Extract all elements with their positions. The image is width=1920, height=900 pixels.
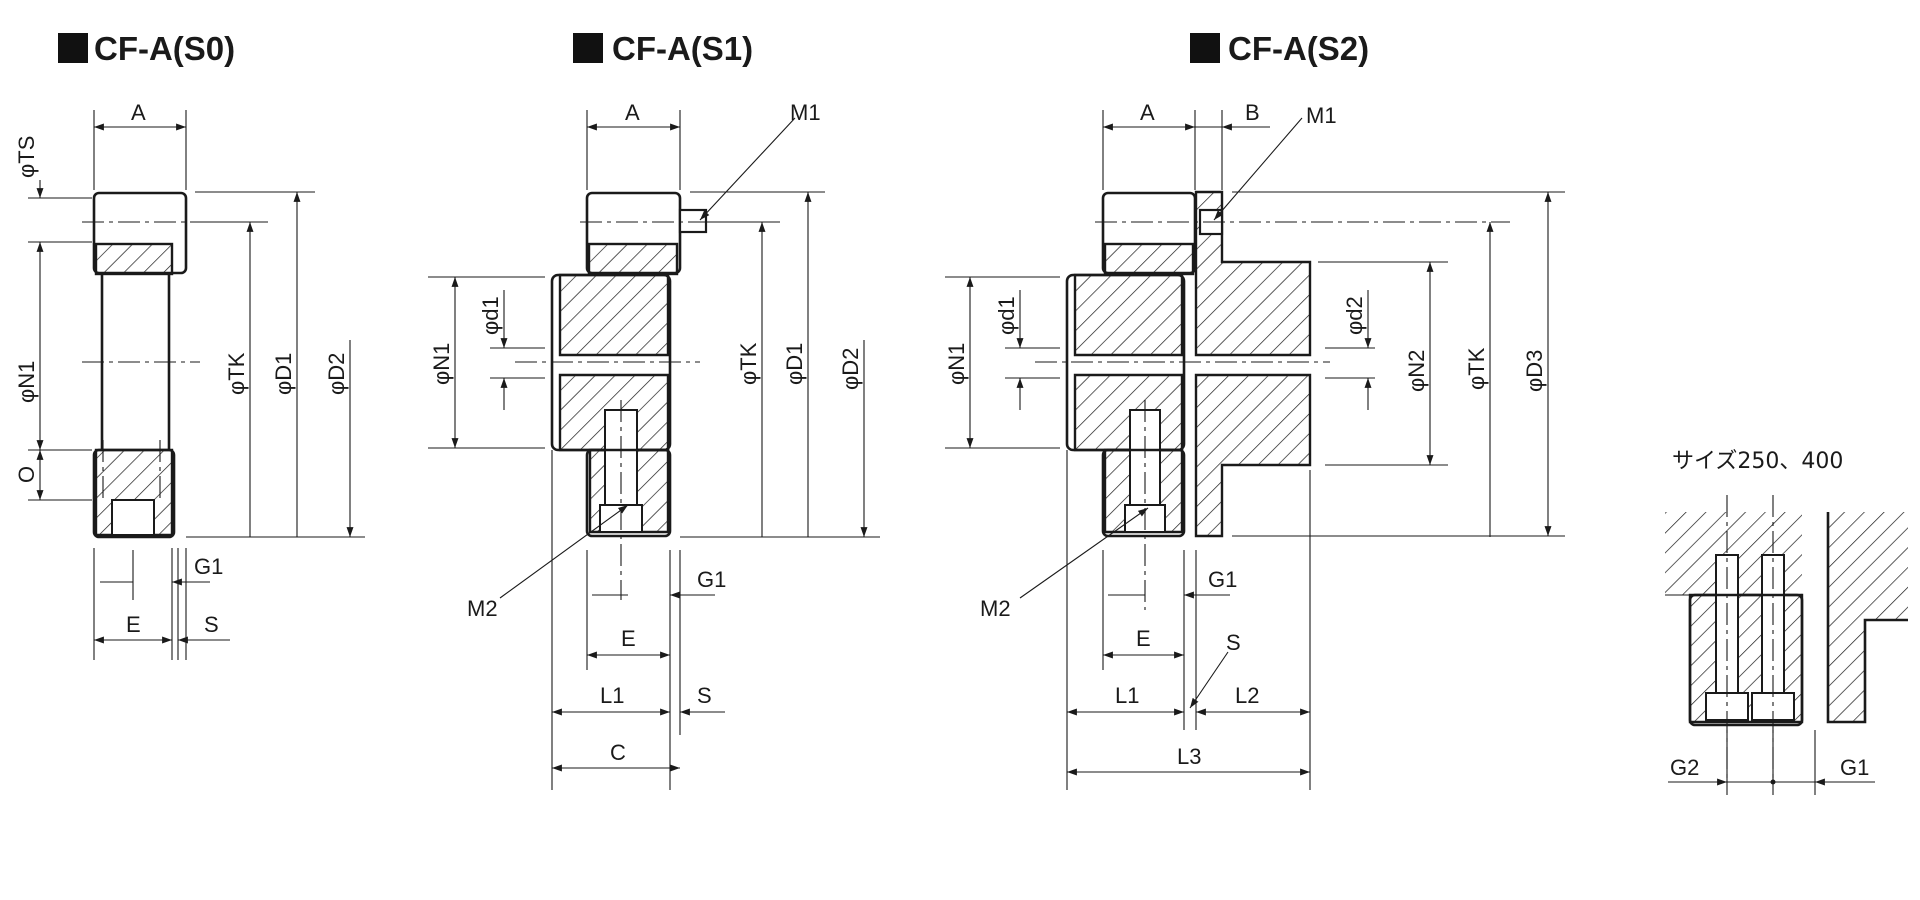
dim-label-n1-s2: φN1 [944,343,969,385]
dim-label-a-s2: A [1140,100,1155,125]
dim-label-l1-s1: L1 [600,683,624,708]
dim-label-tk-s2: φTK [1464,347,1489,390]
dim-label-d1-s2: φd1 [994,296,1019,335]
dim-label-d1d-s1: φD1 [782,343,807,385]
dim-label-l2-s2: L2 [1235,683,1259,708]
dim-label-g1-s0: G1 [194,554,223,579]
title-square-icon [1190,33,1220,63]
dim-label-s-s2: S [1226,630,1241,655]
title-square-icon [573,33,603,63]
dim-label-d2-s2: φd2 [1342,296,1367,335]
leader-label-m1-s1: M1 [790,100,821,125]
title-square-icon [58,33,88,63]
leader-label-m2-s1: M2 [467,596,498,621]
dim-label-o: O [14,466,39,483]
dim-label-e-s2: E [1136,626,1151,651]
section-title-s2: CF-A(S2) [1228,30,1369,67]
dim-label-d3-s2: φD3 [1522,350,1547,392]
dim-label-s-s0: S [204,612,219,637]
dim-label-tk-s0: φTK [224,352,249,395]
dim-label-e-s1: E [621,626,636,651]
detail-title: サイズ250、400 [1672,449,1843,474]
dim-label-a-s1: A [625,100,640,125]
dim-label-ts: φTS [14,136,39,178]
leader-label-m1-s2: M1 [1306,103,1337,128]
s0-part [82,191,200,539]
section-s2: CF-A(S2) A B [944,30,1565,790]
section-title-s0: CF-A(S0) [94,30,235,67]
dim-label-g1-s2: G1 [1208,567,1237,592]
leader-label-m2-s2: M2 [980,596,1011,621]
dim-label-a: A [131,100,146,125]
dim-label-l3-s2: L3 [1177,744,1201,769]
dim-label-l1-s2: L1 [1115,683,1139,708]
detail-part [1665,495,1908,780]
dim-label-d2-s1: φD2 [838,348,863,390]
dim-label-n2-s2: φN2 [1404,350,1429,392]
dim-label-b-s2: B [1245,100,1260,125]
section-s1: CF-A(S1) A M1 φN1 [428,30,880,790]
section-title-s1: CF-A(S1) [612,30,753,67]
dim-label-c-s1: C [610,740,626,765]
dim-label-d1-s1: φd1 [478,296,503,335]
dim-label-g1-s1: G1 [697,567,726,592]
dim-label-d2-s0: φD2 [324,353,349,395]
s2-part [1035,190,1510,610]
dim-label-n1-s1: φN1 [429,343,454,385]
dim-label-g1-detail: G1 [1840,755,1869,780]
dim-label-g2-detail: G2 [1670,755,1699,780]
section-s0: CF-A(S0) A φTS φN1 [14,30,365,660]
dim-label-e-s0: E [126,612,141,637]
dim-label-tk-s1: φTK [736,342,761,385]
section-detail: サイズ250、400 G2 G1 [1665,449,1908,795]
s1-part [515,191,780,600]
dim-label-d1-s0: φD1 [271,353,296,395]
dim-label-n1: φN1 [14,361,39,403]
dim-label-s-s1: S [697,683,712,708]
